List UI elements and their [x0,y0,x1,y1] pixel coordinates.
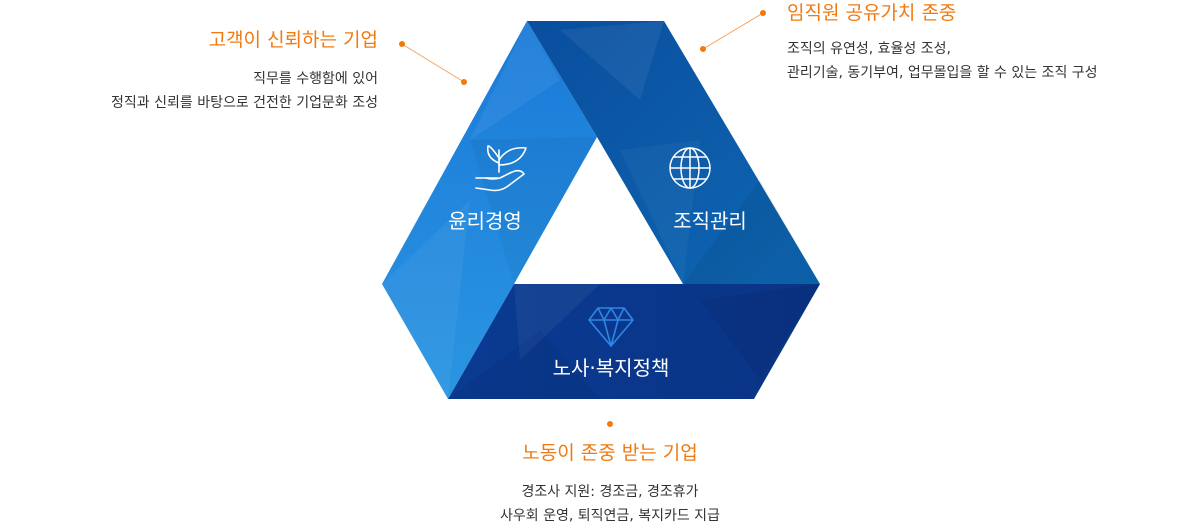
globe-icon [669,147,711,189]
callout-right-line-2: 관리기술, 동기부여, 업무몰입을 할 수 있는 조직 구성 [787,65,1098,81]
diamond-icon [588,307,634,347]
segment-right-label: 조직관리 [673,209,747,233]
callout-left-title: 고객이 신뢰하는 기업 [208,29,378,51]
dot-left-inner [461,79,467,85]
dot-bottom [607,421,613,427]
callout-right-title: 임직원 공유가치 존중 [787,2,957,24]
segment-bottom-label: 노사·복지정책 [553,356,670,380]
callout-right: 임직원 공유가치 존중 조직의 유연성, 효율성 조성, 관리기술, 동기부여,… [787,0,1098,85]
callout-bottom-title: 노동이 존중 받는 기업 [522,442,698,464]
connector-left [401,43,465,83]
dot-right-outer [760,10,766,16]
callout-left-line-1: 직무를 수행함에 있어 [253,71,378,87]
segment-left-band [382,21,597,399]
callout-left: 고객이 신뢰하는 기업 직무를 수행함에 있어 정직과 신뢰를 바탕으로 건전한… [111,27,378,115]
segment-left-label: 윤리경영 [448,209,522,233]
segment-bottom-band [448,284,820,399]
dot-left-outer [399,41,405,47]
callout-bottom: 노동이 존중 받는 기업 경조사 지원: 경조금, 경조휴가 사우회 운영, 퇴… [410,440,810,528]
callout-bottom-line-1: 경조사 지원: 경조금, 경조휴가 [521,484,699,500]
connector-right [702,12,764,50]
callout-left-line-2: 정직과 신뢰를 바탕으로 건전한 기업문화 조성 [111,95,378,111]
dot-right-inner [700,46,706,52]
callout-right-line-1: 조직의 유연성, 효율성 조성, [787,41,951,57]
callout-bottom-line-2: 사우회 운영, 퇴직연금, 복지카드 지급 [500,508,720,524]
hand-sprout-icon [475,145,527,192]
segment-right-band [527,21,820,284]
